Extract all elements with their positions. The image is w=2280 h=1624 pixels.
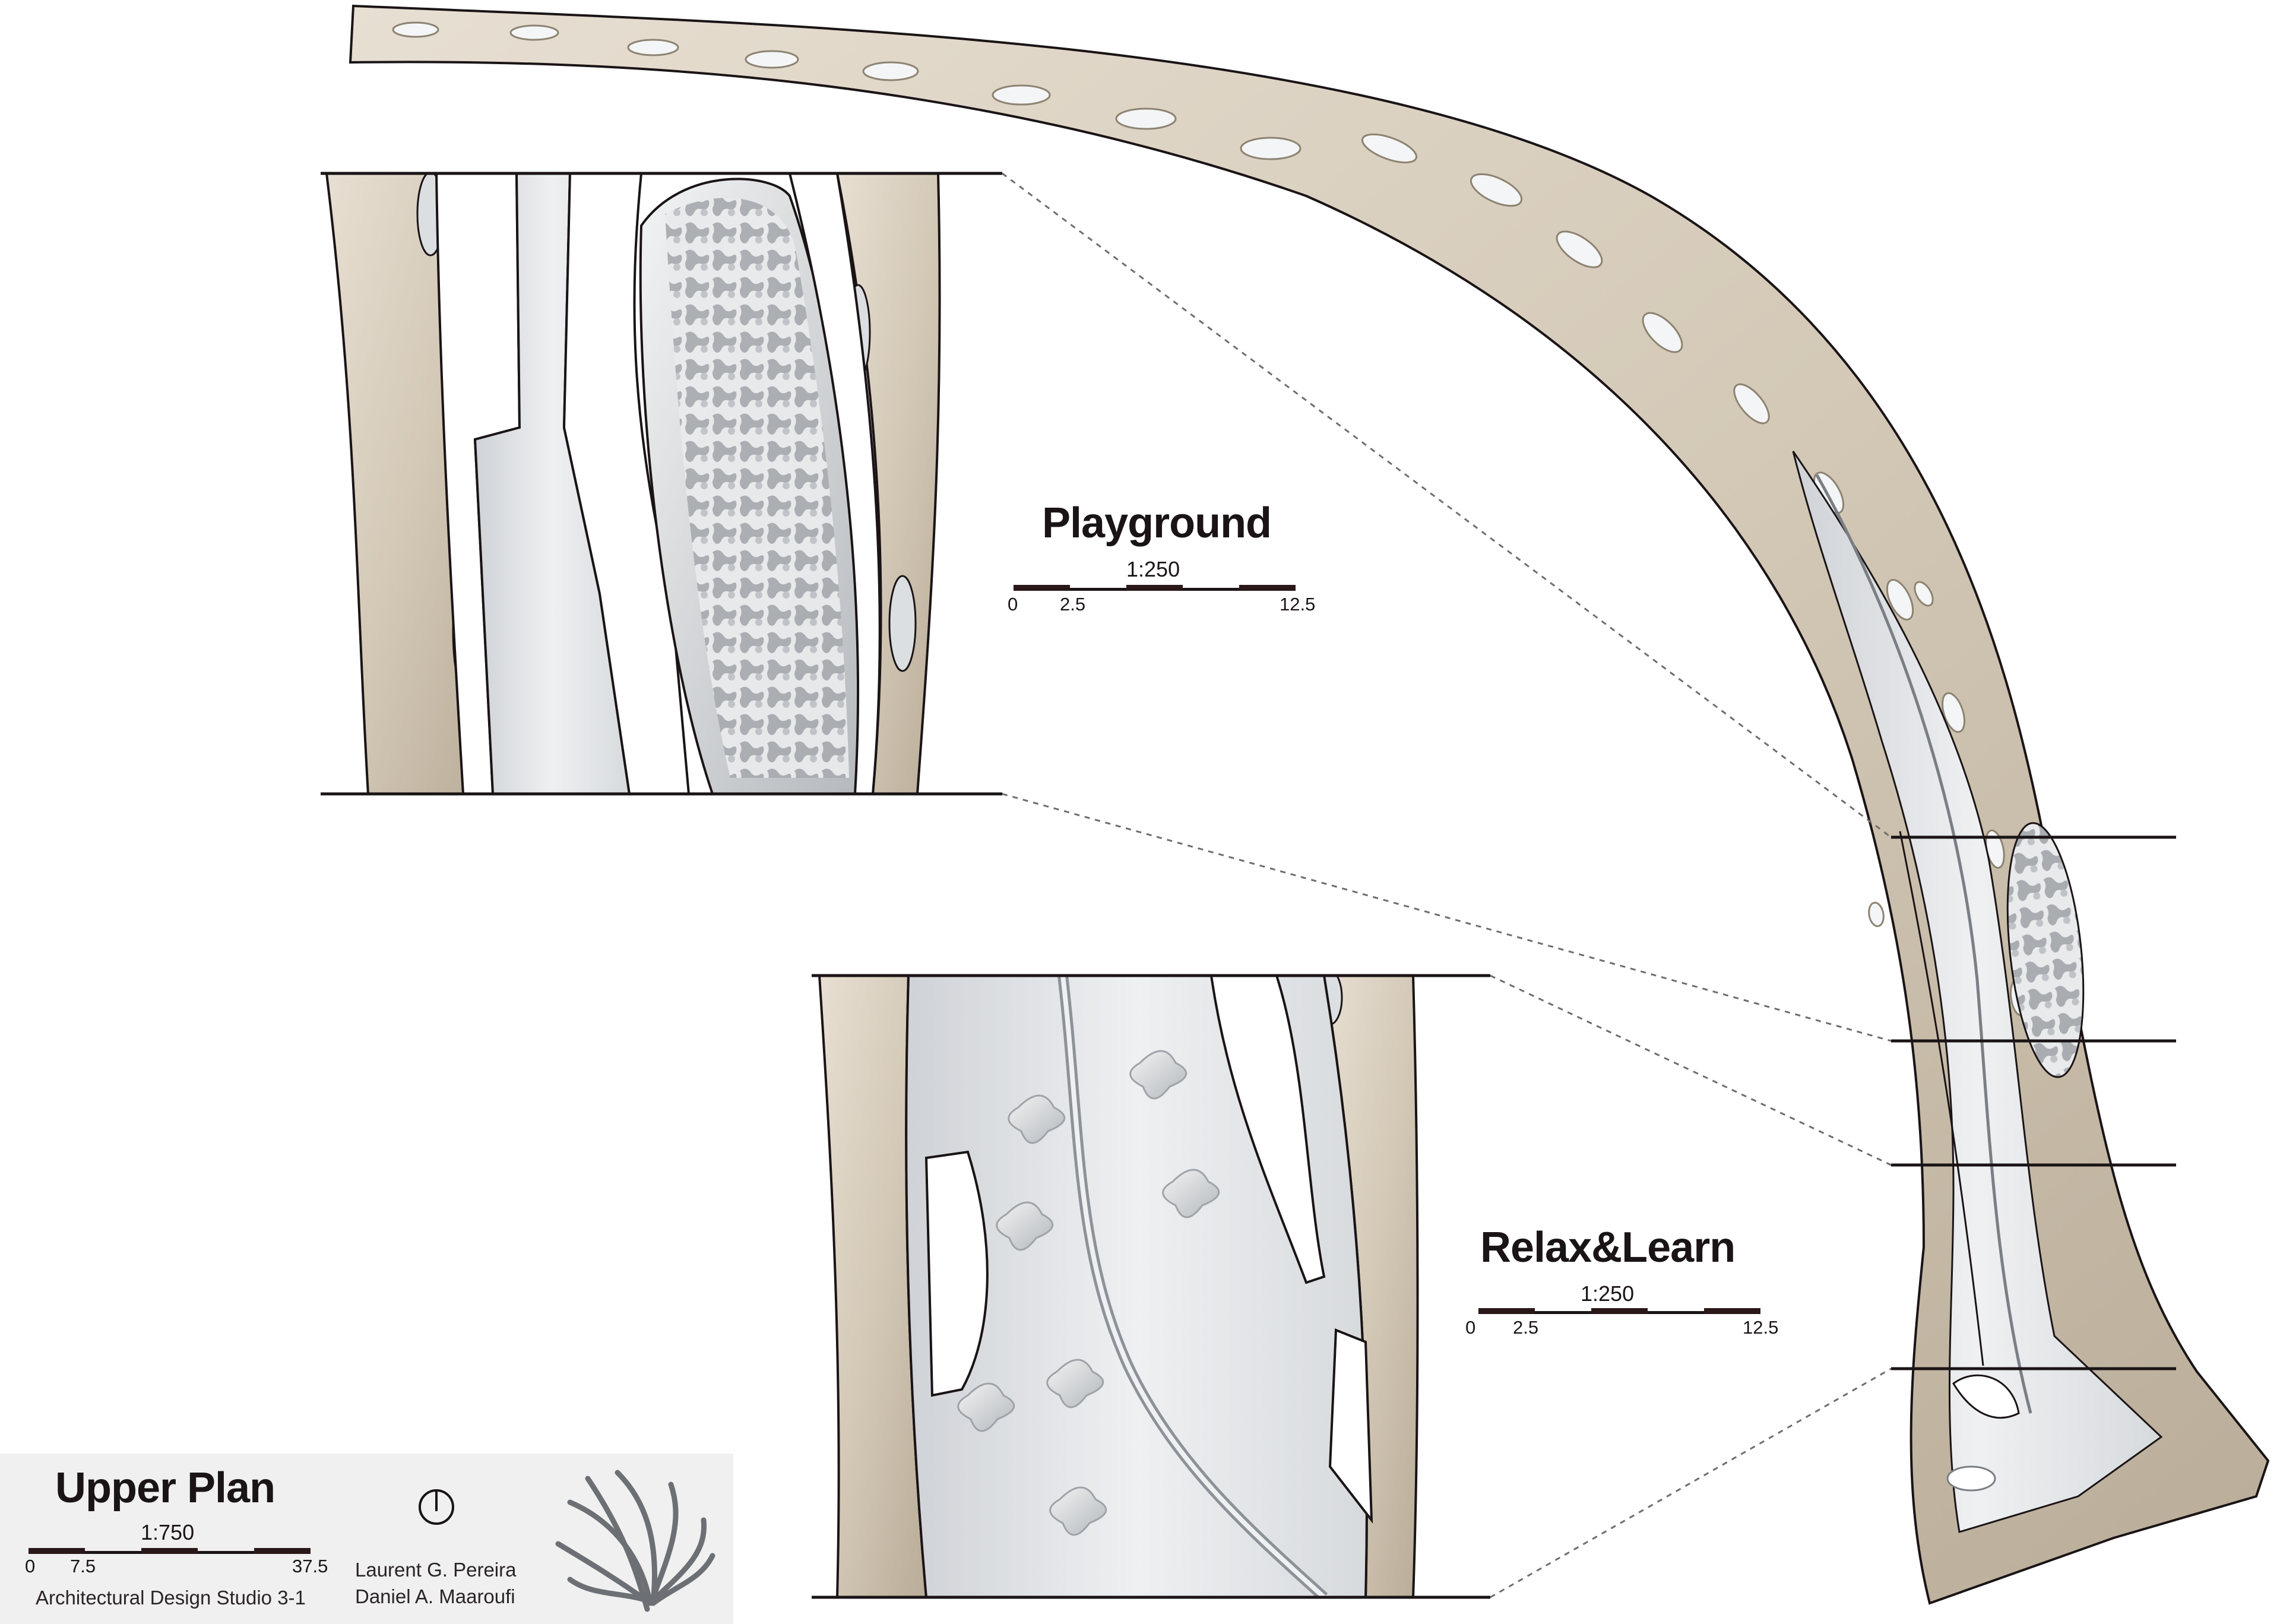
perforations bbox=[392, 21, 2028, 1017]
relax-learn-detail bbox=[812, 974, 1490, 1599]
playground-scale-bar bbox=[1014, 585, 1296, 591]
leader-lines bbox=[1002, 172, 1892, 1598]
seating-pod bbox=[1162, 1169, 1220, 1218]
seating-pod bbox=[1008, 1094, 1066, 1144]
north-arrow-icon bbox=[419, 1489, 454, 1525]
playground-corridor bbox=[435, 173, 521, 794]
foot-opening bbox=[1946, 1465, 1996, 1492]
upper-plan-title: Upper Plan bbox=[55, 1464, 276, 1512]
relax-path-curve-edge bbox=[1060, 976, 1326, 1597]
seating-pod bbox=[1049, 1486, 1107, 1536]
interior-channel bbox=[1899, 831, 1984, 1366]
section-cut-lines bbox=[1891, 835, 2176, 1370]
playground-shell-left bbox=[325, 173, 495, 794]
relax-learn-tick-2-5: 2.5 bbox=[1513, 1317, 1539, 1338]
upper-plan-tick-37-5: 37.5 bbox=[292, 1556, 328, 1576]
tube-shell bbox=[349, 4, 2270, 1605]
relax-slot-right bbox=[1209, 976, 1326, 1284]
tentacle-model-icon bbox=[555, 1470, 715, 1612]
seating-pod bbox=[1046, 1359, 1104, 1408]
playground-texture bbox=[665, 198, 849, 778]
relax-opening-left bbox=[924, 1150, 989, 1397]
playground-tick-12-5: 12.5 bbox=[1280, 594, 1316, 615]
relax-learn-scale-ratio: 1:250 bbox=[1581, 1281, 1635, 1306]
upper-plan-tick-7-5: 7.5 bbox=[70, 1556, 96, 1576]
playground-scale-ratio: 1:250 bbox=[1126, 557, 1180, 581]
playground-title: Playground bbox=[1042, 499, 1272, 547]
main-tube bbox=[349, 4, 2270, 1605]
seating-pods bbox=[957, 1050, 1220, 1536]
seating-pod bbox=[957, 1382, 1015, 1432]
upper-plan-scale-ratio: 1:750 bbox=[141, 1520, 195, 1544]
upper-plan-scale-bar bbox=[28, 1548, 311, 1554]
seating-pod bbox=[1129, 1050, 1188, 1100]
relax-learn-title: Relax&Learn bbox=[1480, 1224, 1736, 1271]
author-1: Laurent G. Pereira bbox=[355, 1559, 517, 1581]
relax-learn-tick-0: 0 bbox=[1465, 1317, 1476, 1338]
playground-tick-0: 0 bbox=[1008, 594, 1018, 615]
tube-playground-pod bbox=[2006, 822, 2085, 1078]
studio-name: Architectural Design Studio 3-1 bbox=[36, 1587, 306, 1609]
seating-pod bbox=[996, 1201, 1054, 1251]
playground-detail bbox=[321, 172, 1002, 796]
playground-tick-2-5: 2.5 bbox=[1060, 594, 1086, 615]
upper-plan-tick-0: 0 bbox=[25, 1556, 36, 1576]
relax-learn-tick-12-5: 12.5 bbox=[1743, 1317, 1779, 1338]
relax-learn-scale-bar bbox=[1478, 1308, 1760, 1314]
playground-edge bbox=[788, 173, 881, 794]
interior-wall-line bbox=[1815, 474, 2032, 1414]
relax-slot-lower bbox=[1328, 1328, 1373, 1524]
playground-hole bbox=[888, 575, 917, 672]
author-2: Daniel A. Maaroufi bbox=[355, 1585, 515, 1607]
foot-void bbox=[1952, 1374, 2020, 1419]
